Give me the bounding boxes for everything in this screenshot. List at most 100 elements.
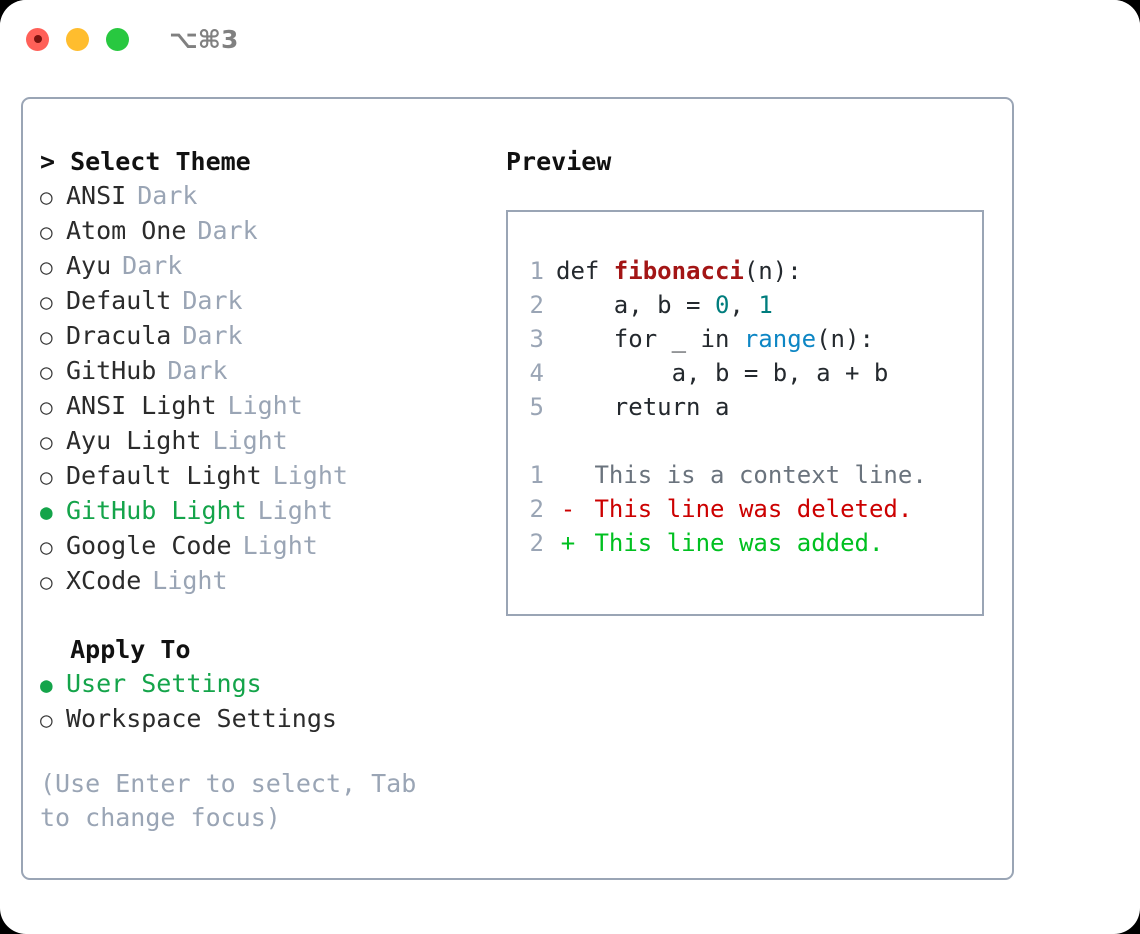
theme-option-github-light[interactable]: ● GitHub Light Light	[40, 494, 485, 529]
code-token-plain: (n):	[743, 257, 802, 285]
theme-variant-badge: Light	[212, 426, 288, 455]
code-token-fn: fibonacci	[613, 257, 744, 285]
line-number: 2	[529, 495, 544, 523]
radio-selected-icon: ●	[40, 673, 53, 697]
apply-option-user-settings[interactable]: ●User Settings	[40, 667, 485, 702]
diff-line-text: This is a context line.	[580, 461, 927, 489]
code-line: 4 a, b = b, a + b	[526, 356, 982, 390]
theme-variant-badge: Dark	[182, 286, 243, 315]
radio-unselected-icon: ○	[40, 430, 53, 454]
theme-option-ansi-light[interactable]: ○ ANSI Light Light	[40, 389, 485, 424]
apply-to-list[interactable]: ●User Settings ○ Workspace Settings	[40, 667, 485, 737]
radio-unselected-icon: ○	[40, 360, 53, 384]
line-number: 3	[529, 325, 544, 353]
diff-line-ctx: 1 This is a context line.	[526, 458, 982, 492]
radio-unselected-icon: ○	[40, 325, 53, 349]
theme-variant-badge: Dark	[182, 321, 243, 350]
line-number: 1	[529, 257, 544, 285]
diff-line-text: This line was added.	[580, 529, 884, 557]
theme-variant-badge: Dark	[167, 356, 228, 385]
code-token-call: range	[743, 325, 817, 353]
code-line: 2 a, b = 0, 1	[526, 288, 982, 322]
theme-option-google-code[interactable]: ○ Google Code Light	[40, 529, 485, 564]
traffic-lights	[26, 27, 129, 51]
apply-option-workspace-settings[interactable]: ○ Workspace Settings	[40, 702, 485, 737]
code-line-text: def fibonacci(n):	[556, 254, 802, 288]
theme-option-ayu-light[interactable]: ○ Ayu Light Light	[40, 424, 485, 459]
theme-option-label: Default Light	[66, 461, 262, 490]
theme-variant-badge: Light	[257, 496, 333, 525]
theme-option-github[interactable]: ○ GitHub Dark	[40, 354, 485, 389]
radio-unselected-icon: ○	[40, 570, 53, 594]
line-number: 1	[529, 461, 544, 489]
code-token-plain: ,	[729, 291, 759, 319]
apply-option-label: Workspace Settings	[66, 704, 337, 733]
code-line-text: for _ in range(n):	[556, 322, 874, 356]
code-token-plain: (n):	[816, 325, 874, 353]
preview-title: Preview	[506, 147, 612, 176]
radio-unselected-icon: ○	[40, 290, 53, 314]
theme-variant-badge: Light	[272, 461, 348, 490]
radio-unselected-icon: ○	[40, 395, 53, 419]
line-number: 4	[529, 359, 544, 387]
theme-variant-badge: Dark	[137, 181, 198, 210]
code-token-num: 0	[714, 291, 730, 319]
theme-variant-badge: Light	[242, 531, 318, 560]
title-bar: ⌥⌘3	[0, 0, 1140, 78]
code-line-text: return a	[556, 390, 730, 424]
line-number: 2	[529, 529, 544, 557]
keyboard-shortcut-label: ⌥⌘3	[169, 24, 239, 54]
theme-option-dracula[interactable]: ○ Dracula Dark	[40, 319, 485, 354]
theme-option-xcode[interactable]: ○ XCode Light	[40, 564, 485, 599]
theme-variant-badge: Light	[227, 391, 303, 420]
diff-line-add: 2 + This line was added.	[526, 526, 982, 560]
code-line-text: a, b = 0, 1	[556, 288, 773, 322]
theme-variant-badge: Dark	[197, 216, 258, 245]
maximize-button[interactable]	[106, 27, 129, 51]
minimize-button[interactable]	[66, 27, 89, 51]
code-token-plain: return a	[556, 393, 730, 421]
radio-unselected-icon: ○	[40, 708, 53, 732]
diff-marker	[556, 458, 580, 492]
code-line: 5 return a	[526, 390, 982, 424]
theme-option-default[interactable]: ○ Default Dark	[40, 284, 485, 319]
radio-selected-icon: ●	[40, 500, 53, 524]
theme-option-label: XCode	[66, 566, 142, 595]
code-token-num: 1	[758, 291, 773, 319]
diff-line-del: 2- This line was deleted.	[526, 492, 982, 526]
theme-option-label: GitHub Light	[66, 496, 247, 525]
code-token-plain: a, b =	[556, 291, 715, 319]
theme-option-label: Dracula	[66, 321, 172, 350]
theme-variant-badge: Light	[152, 566, 228, 595]
diff-sample: 1 This is a context line.2- This line wa…	[526, 458, 982, 560]
close-button[interactable]	[26, 27, 49, 51]
radio-unselected-icon: ○	[40, 535, 53, 559]
radio-unselected-icon: ○	[40, 255, 53, 279]
theme-option-label: Default	[66, 286, 172, 315]
code-token-plain: def	[556, 257, 614, 285]
diff-line-text: This line was deleted.	[580, 495, 913, 523]
theme-option-label: GitHub	[66, 356, 157, 385]
theme-option-label: ANSI Light	[66, 391, 217, 420]
theme-option-label: Google Code	[66, 531, 232, 560]
theme-option-label: Ayu Light	[66, 426, 202, 455]
code-token-plain: for _ in	[556, 325, 744, 353]
diff-marker: +	[560, 529, 576, 557]
code-token-plain: a, b = b, a + b	[556, 359, 889, 387]
theme-variant-badge: Dark	[122, 251, 183, 280]
theme-option-label: Atom One	[66, 216, 187, 245]
code-line-text: a, b = b, a + b	[556, 356, 889, 390]
line-number: 5	[529, 393, 544, 421]
radio-unselected-icon: ○	[40, 185, 53, 209]
